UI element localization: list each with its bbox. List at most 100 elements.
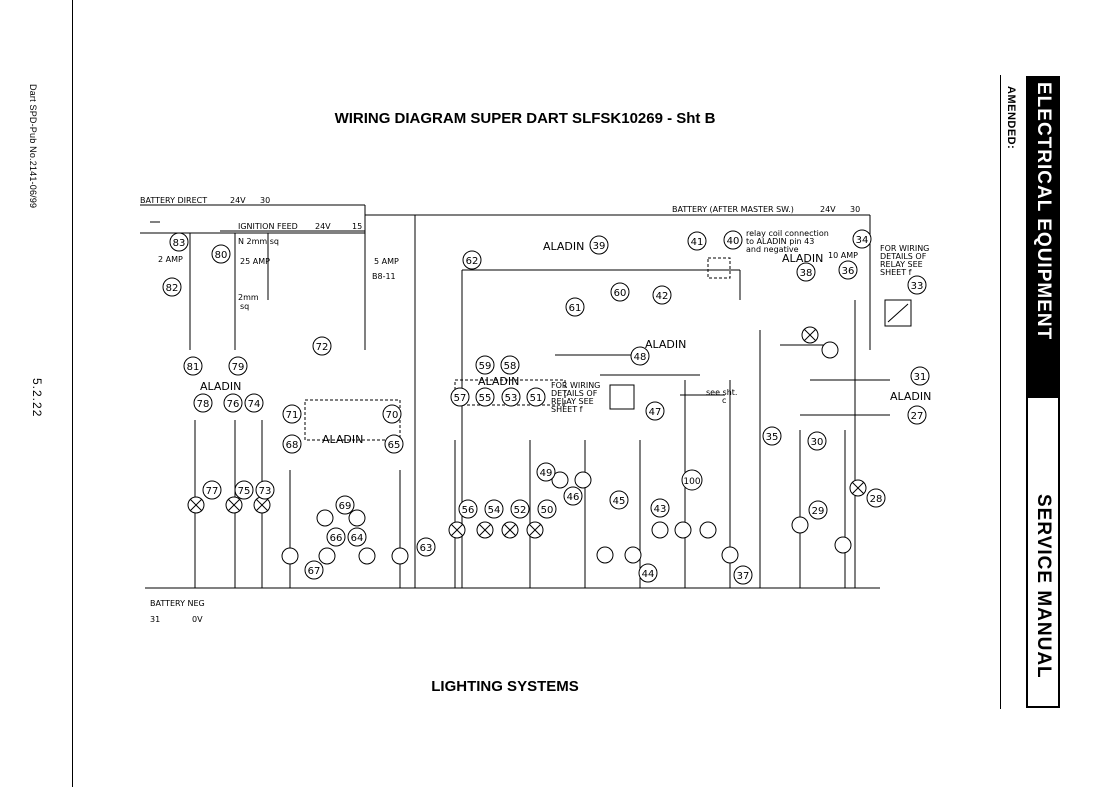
component-53: 53: [501, 387, 521, 407]
relay-details-b-3: RELAY SEE: [551, 397, 594, 406]
svg-text:50: 50: [541, 505, 554, 516]
relay-details-4: SHEET f: [880, 268, 912, 277]
component-79: 79: [228, 356, 248, 376]
svg-text:73: 73: [259, 486, 272, 497]
svg-text:60: 60: [614, 288, 627, 299]
aladin-label: ALADIN: [782, 252, 823, 265]
component-69: 69: [335, 495, 355, 515]
svg-text:27: 27: [911, 411, 924, 422]
component-47: 47: [645, 401, 665, 421]
component-83: 83: [169, 232, 189, 252]
relay-details-b-4: SHEET f: [551, 405, 583, 414]
battery-direct-wire: 30: [260, 196, 270, 205]
svg-text:51: 51: [530, 393, 543, 404]
see-sht-1: see sht.: [706, 388, 737, 397]
svg-text:72: 72: [316, 342, 329, 353]
neg-voltage: 0V: [192, 615, 203, 624]
svg-text:71: 71: [286, 410, 299, 421]
see-sht-2: c: [722, 396, 726, 405]
component-70: 70: [382, 404, 402, 424]
svg-text:61: 61: [569, 303, 582, 314]
banner-electrical: ELECTRICAL EQUIPMENT: [1028, 78, 1058, 398]
wiring-diagram: BATTERY DIRECT 24V 30 IGNITION FEED 24V …: [140, 196, 931, 624]
svg-text:44: 44: [642, 569, 655, 580]
right-rule: [1000, 75, 1001, 709]
component-52: 52: [510, 499, 530, 519]
svg-text:83: 83: [173, 238, 186, 249]
svg-text:68: 68: [286, 440, 299, 451]
svg-text:29: 29: [812, 506, 825, 517]
svg-text:42: 42: [656, 291, 669, 302]
section-title: LIGHTING SYSTEMS: [431, 678, 579, 695]
svg-text:77: 77: [206, 486, 219, 497]
component-42: 42: [652, 285, 672, 305]
svg-text:40: 40: [727, 236, 740, 247]
component-33: 33: [907, 275, 927, 295]
ignition-voltage: 24V: [315, 222, 331, 231]
relay-details-3: RELAY SEE: [880, 260, 923, 269]
banner-top-text: ELECTRICAL EQUIPMENT: [1033, 82, 1054, 341]
component-41: 41: [687, 231, 707, 251]
component-29: 29: [808, 500, 828, 520]
component-76: 76: [223, 393, 243, 413]
sq-label: sq: [240, 302, 249, 311]
svg-text:28: 28: [870, 494, 883, 505]
battery-direct-voltage: 24V: [230, 196, 246, 205]
component-60: 60: [610, 282, 630, 302]
publication-number: Dart SPD-Pub No.2141-06/99: [28, 84, 38, 209]
component-74: 74: [244, 393, 264, 413]
component-35: 35: [762, 426, 782, 446]
component-59: 59: [475, 355, 495, 375]
svg-text:79: 79: [232, 362, 245, 373]
svg-text:75: 75: [238, 486, 251, 497]
svg-text:80: 80: [215, 250, 228, 261]
relay-details-2: DETAILS OF: [880, 252, 927, 261]
svg-text:38: 38: [800, 268, 813, 279]
svg-text:47: 47: [649, 407, 662, 418]
svg-text:66: 66: [330, 533, 343, 544]
svg-text:52: 52: [514, 505, 527, 516]
component-67: 67: [304, 560, 324, 580]
fuse-b8-11-label: B8-11: [372, 272, 396, 281]
after-master-voltage: 24V: [820, 205, 836, 214]
svg-text:78: 78: [197, 399, 210, 410]
svg-text:63: 63: [420, 543, 433, 554]
svg-text:59: 59: [479, 361, 492, 372]
component-36: 36: [838, 260, 858, 280]
relay-note-1: relay coil connection: [746, 229, 829, 238]
ignition-feed-label: IGNITION FEED: [238, 222, 298, 231]
component-81: 81: [183, 356, 203, 376]
aladin-label: ALADIN: [543, 240, 584, 253]
svg-text:67: 67: [308, 566, 321, 577]
component-58: 58: [500, 355, 520, 375]
aladin-label: ALADIN: [890, 390, 931, 403]
banner-service: SERVICE MANUAL: [1028, 490, 1058, 706]
component-61: 61: [565, 297, 585, 317]
banner-bottom-text: SERVICE MANUAL: [1033, 494, 1054, 679]
component-56: 56: [458, 499, 478, 519]
component-28: 28: [866, 488, 886, 508]
relay-details-1: FOR WIRING: [880, 244, 929, 253]
two-mm-label: 2mm: [238, 293, 259, 302]
svg-text:65: 65: [388, 440, 401, 451]
component-44: 44: [638, 563, 658, 583]
component-49: 49: [536, 462, 556, 482]
component-71: 71: [282, 404, 302, 424]
svg-text:55: 55: [479, 393, 492, 404]
svg-text:64: 64: [351, 533, 364, 544]
component-73: 73: [255, 480, 275, 500]
svg-text:35: 35: [766, 432, 779, 443]
component-30: 30: [807, 431, 827, 451]
svg-text:30: 30: [811, 437, 824, 448]
svg-text:37: 37: [737, 571, 750, 582]
svg-text:46: 46: [567, 492, 580, 503]
component-80: 80: [211, 244, 231, 264]
battery-neg-label: BATTERY NEG: [150, 599, 205, 608]
aladin-label: ALADIN: [200, 380, 241, 393]
svg-text:81: 81: [187, 362, 200, 373]
component-100: 100: [681, 469, 703, 491]
component-51: 51: [526, 387, 546, 407]
svg-text:31: 31: [914, 372, 927, 383]
component-78: 78: [193, 393, 213, 413]
left-margin: Dart SPD-Pub No.2141-06/99 5.2.22: [0, 0, 73, 787]
